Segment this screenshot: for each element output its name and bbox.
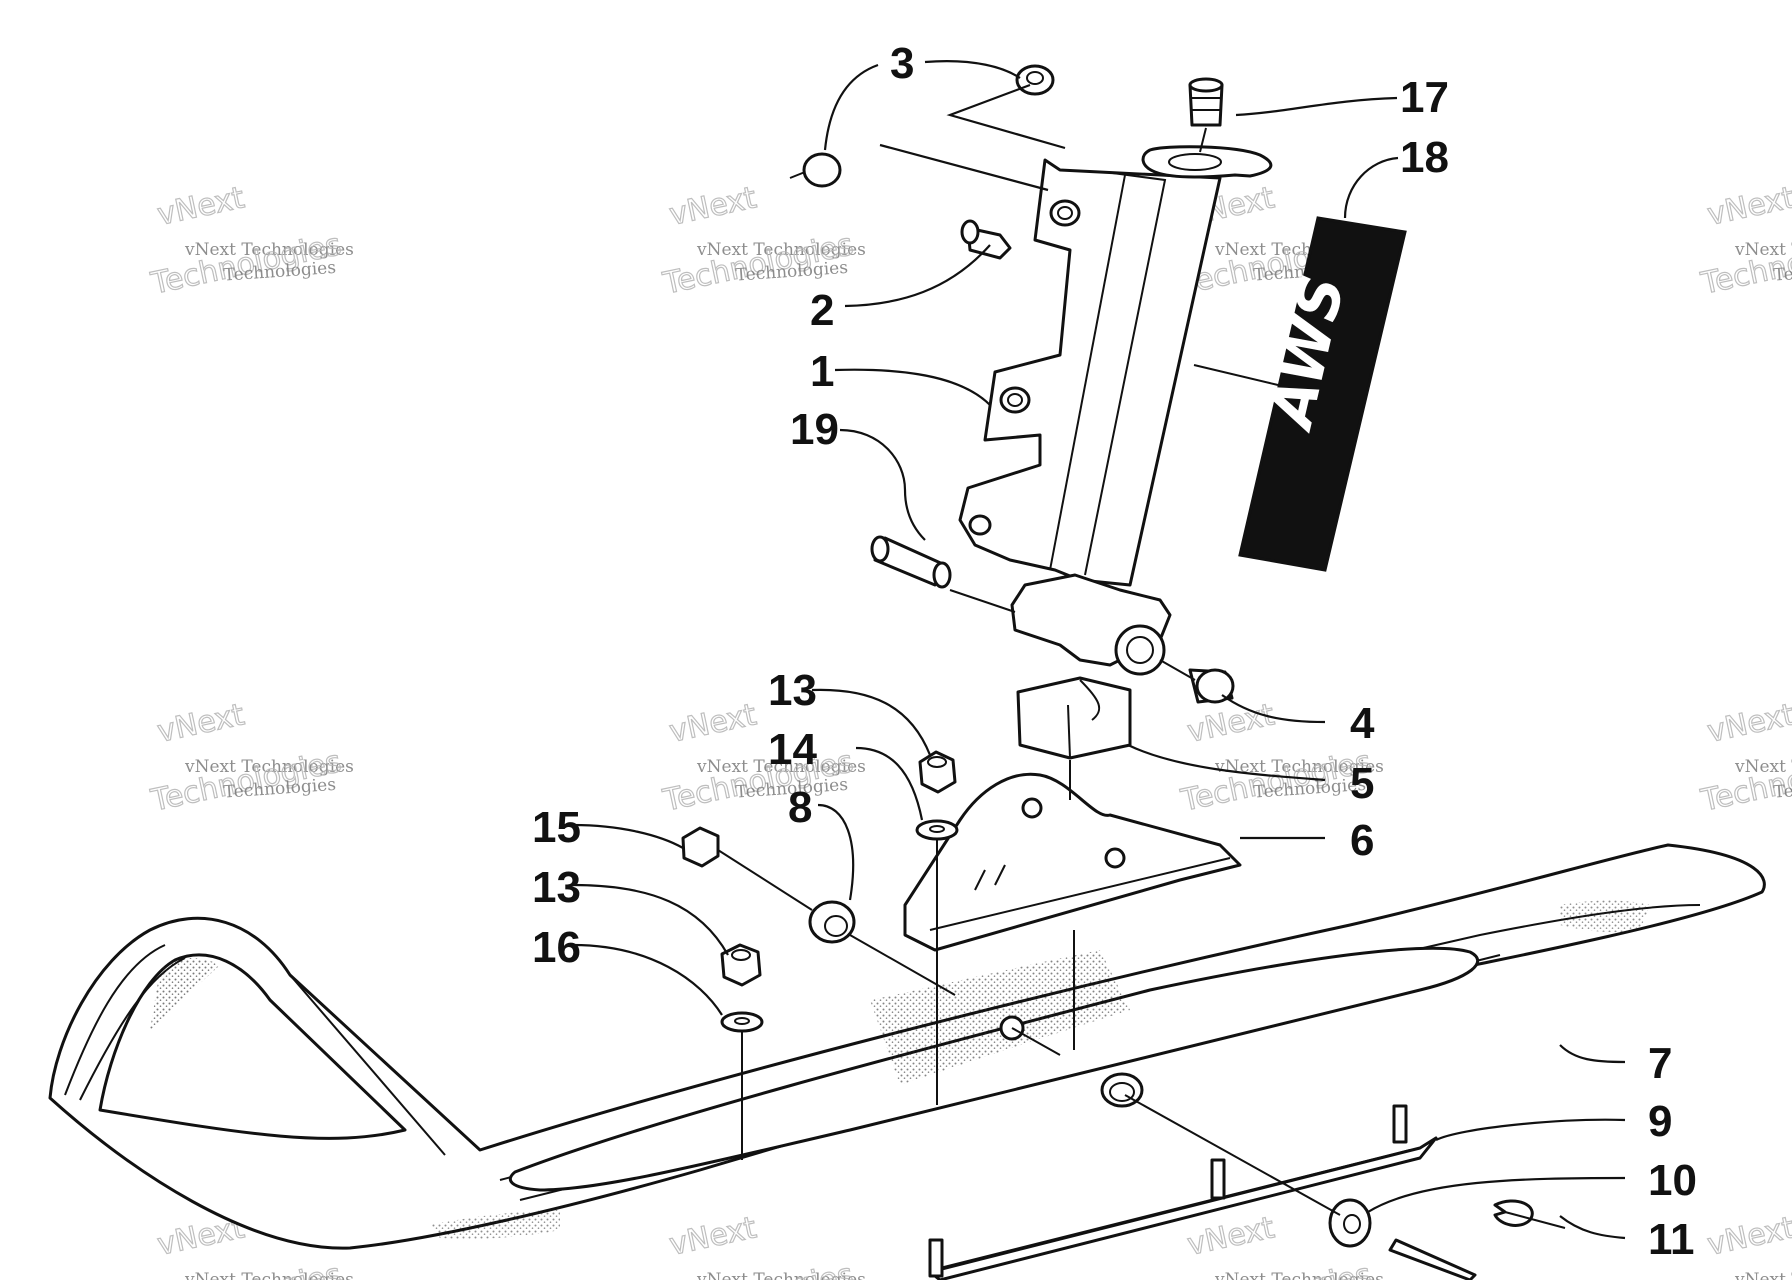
callout-16: 16 (532, 923, 581, 972)
callout-9: 9 (1648, 1097, 1672, 1146)
callout-3: 3 (890, 39, 914, 88)
plug-part-17 (1188, 77, 1224, 127)
callout-17: 17 (1400, 73, 1449, 122)
callout-19: 19 (790, 405, 839, 454)
callout-numbers: 3 17 18 2 1 19 13 14 8 15 13 16 4 5 6 7 … (532, 39, 1697, 1264)
washer-part-10 (1328, 1198, 1372, 1248)
wear-bar-part-9 (928, 1104, 1438, 1280)
washer-part-16 (720, 1011, 764, 1033)
grease-fitting-part-2 (960, 219, 1012, 260)
callout-14: 14 (768, 725, 817, 774)
callout-8: 8 (788, 783, 812, 832)
callout-5: 5 (1350, 759, 1374, 808)
callout-11: 11 (1648, 1215, 1695, 1264)
cotter-pin-part-11 (1493, 1199, 1566, 1229)
bushing-part-8 (808, 900, 856, 944)
callout-4: 4 (1350, 699, 1375, 748)
callout-2: 2 (810, 286, 834, 335)
callout-18: 18 (1400, 133, 1449, 182)
nut-part-13-upper (918, 750, 957, 794)
bushing-part-4 (1188, 668, 1235, 704)
callout-15: 15 (532, 803, 581, 852)
washer-part-14 (915, 819, 959, 841)
spindle-part-1 (958, 145, 1273, 676)
saddle-part-6 (903, 772, 1242, 952)
assembly-lines (717, 127, 1341, 1216)
callout-7: 7 (1648, 1039, 1672, 1088)
damper-block-part-5 (1016, 676, 1132, 760)
callout-1: 1 (810, 347, 834, 396)
axle-bolt-part-12 (1388, 1238, 1477, 1280)
nut-part-15 (681, 826, 720, 868)
ski-part-7 (48, 843, 1766, 1250)
leader-lines (572, 60, 1626, 1240)
decal-part-18: AWS (1238, 216, 1407, 572)
nut-part-13-lower (720, 943, 762, 987)
bushing-part-19 (870, 535, 952, 589)
callout-6: 6 (1350, 816, 1374, 865)
callout-13-upper: 13 (768, 666, 817, 715)
callout-10: 10 (1648, 1156, 1697, 1205)
callout-13-lower: 13 (532, 863, 581, 912)
